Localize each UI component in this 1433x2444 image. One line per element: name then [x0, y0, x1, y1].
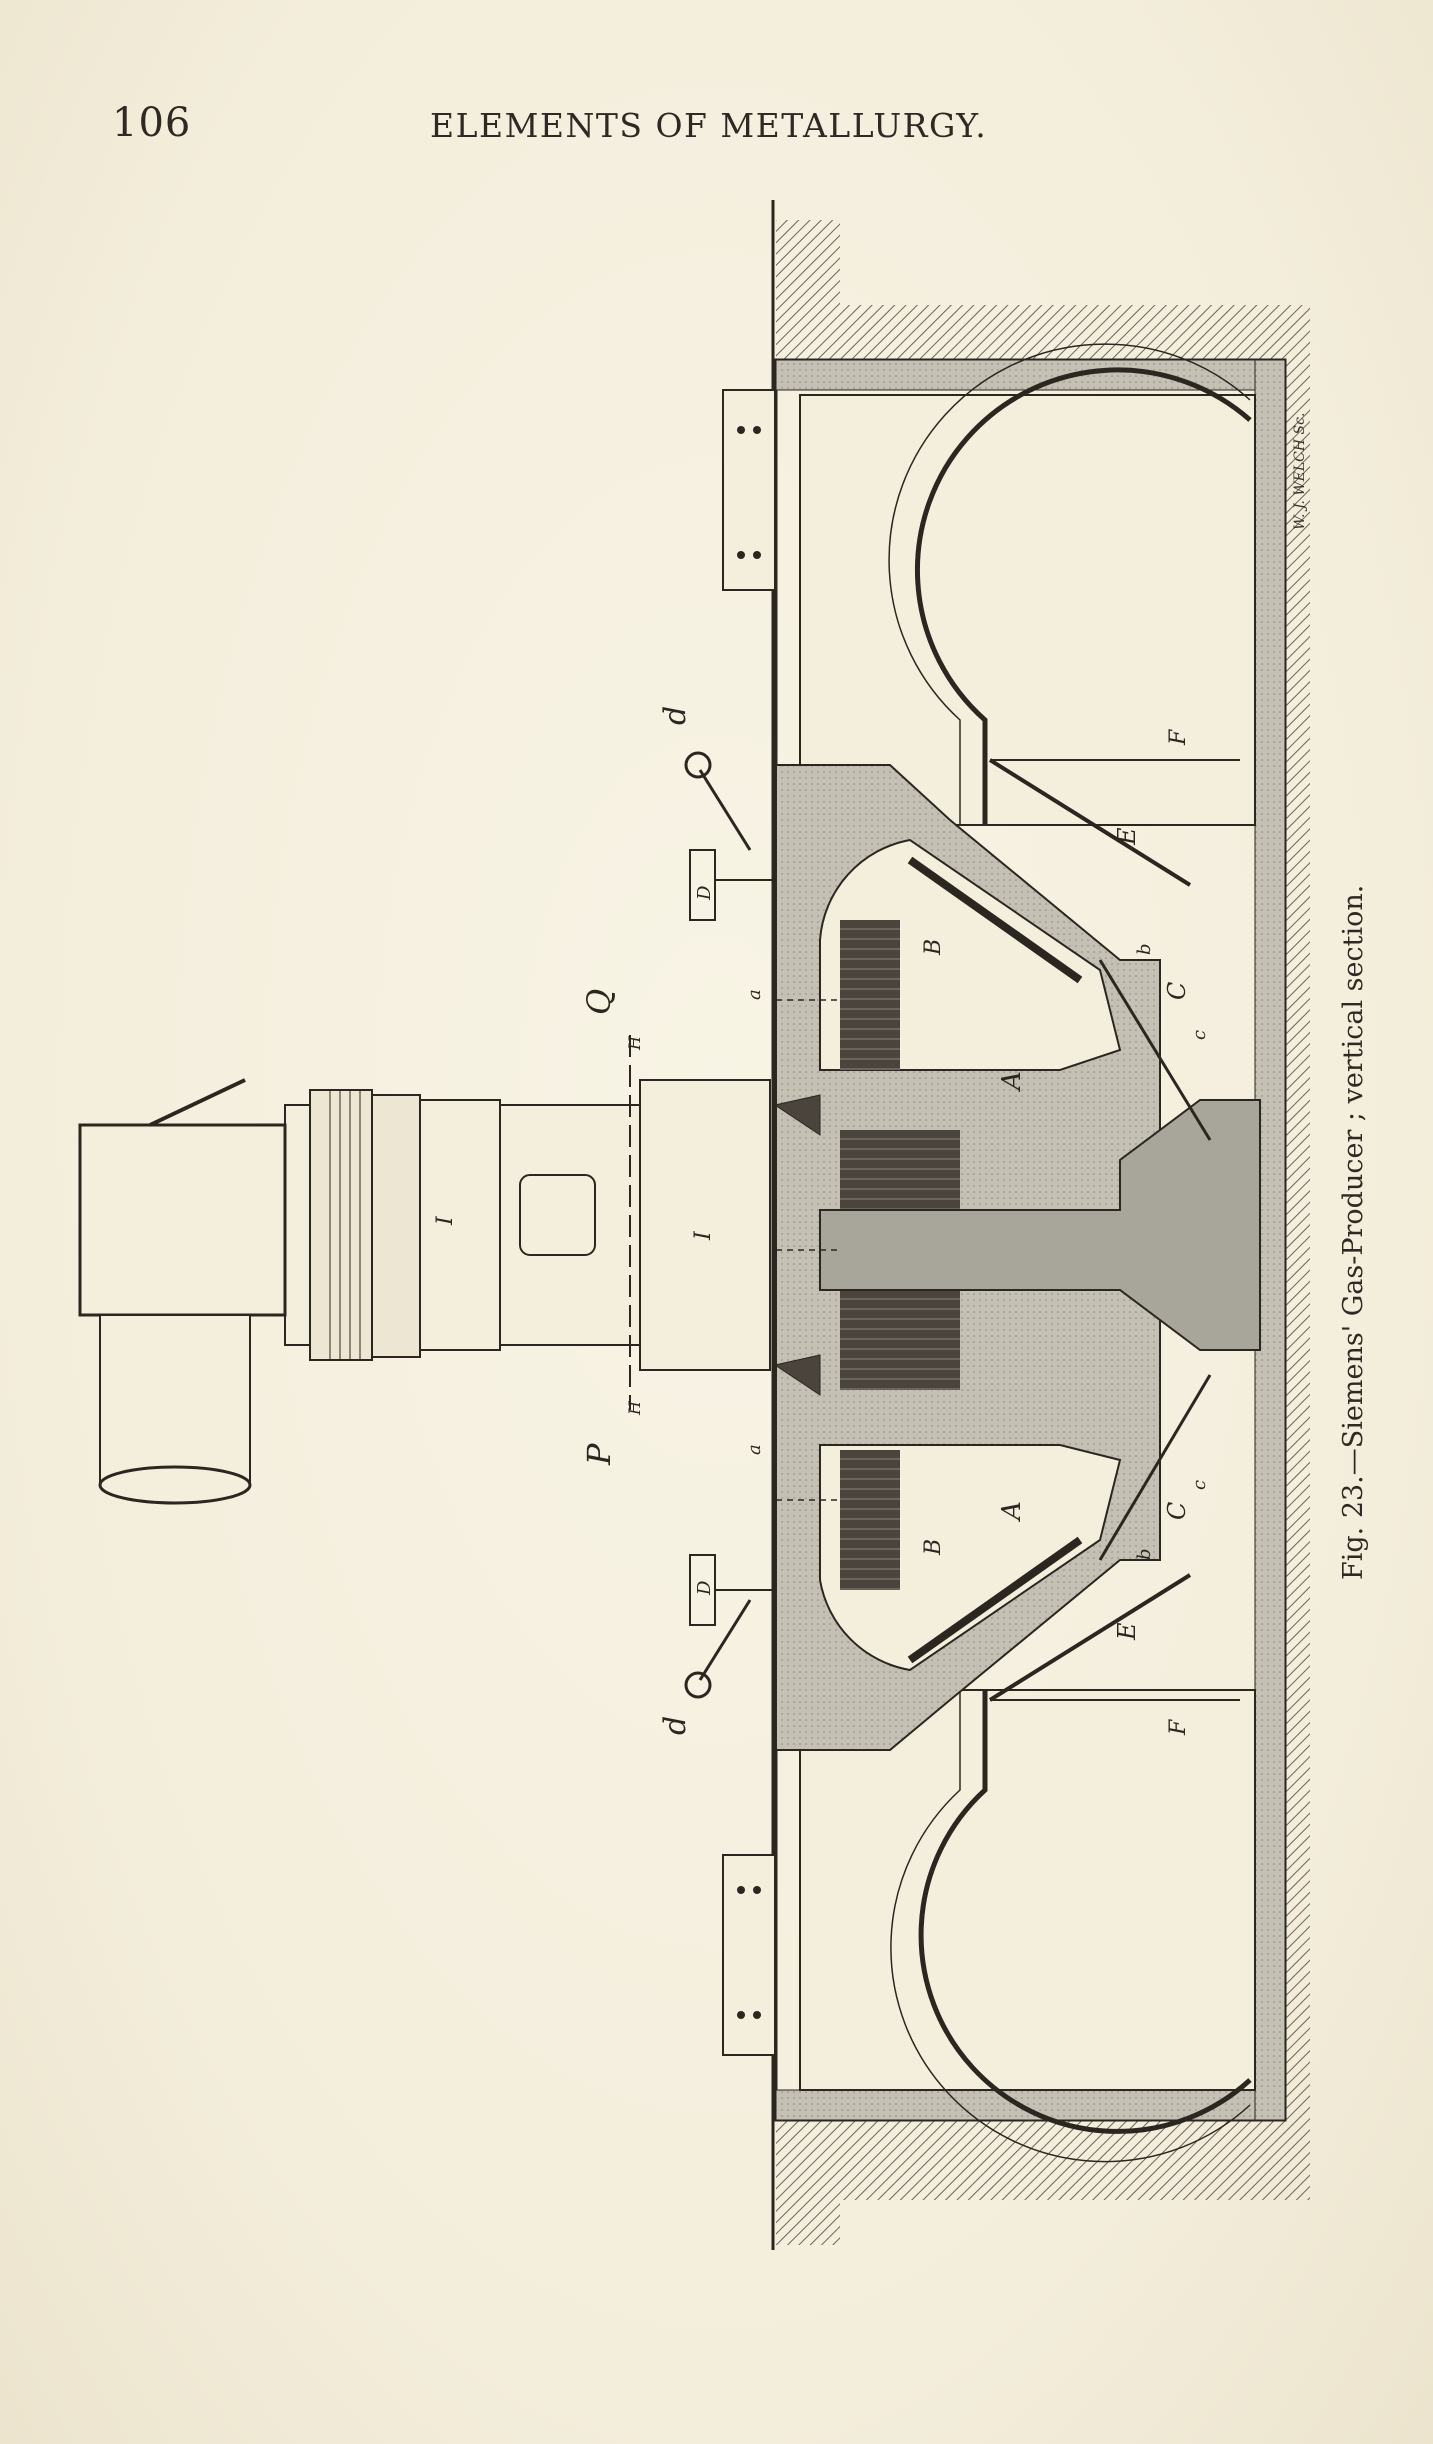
label-I-right: I	[691, 1230, 716, 1241]
label-c: c	[1189, 1030, 1210, 1040]
outlet-cylinder	[99, 1314, 251, 1486]
label-P: P	[580, 1443, 618, 1466]
label-B: B	[921, 939, 946, 956]
label-B-lower: B	[921, 1539, 946, 1556]
label-c-lower: c	[1189, 1480, 1210, 1490]
label-H: H	[625, 1035, 644, 1051]
gas-producer-illustration: A A B B C C D D E E F F H H I I P Q a a …	[78, 200, 1310, 2250]
label-D-lower: D	[694, 1580, 715, 1596]
upper-chamber	[799, 394, 1256, 826]
lower-lever	[988, 1573, 1192, 1702]
label-d: d	[658, 706, 693, 725]
label-A: A	[997, 1071, 1027, 1092]
label-F: F	[1166, 729, 1191, 746]
running-title: ELEMENTS OF METALLURGY.	[430, 106, 988, 145]
label-C-lower: C	[1163, 1502, 1191, 1520]
page-header: 106 ELEMENTS OF METALLURGY.	[0, 100, 1433, 160]
label-b: b	[1134, 943, 1155, 955]
pipe-rings	[329, 1090, 361, 1360]
engraver-signature: W. J. WELCH Sc.	[1292, 412, 1308, 530]
figure-caption: Fig. 23.—Siemens' Gas-Producer ; vertica…	[1338, 884, 1369, 1580]
upper-cap	[689, 849, 716, 921]
label-C: C	[1163, 982, 1191, 1000]
upper-fuel-stack	[840, 920, 900, 1070]
upper-grate	[907, 856, 1083, 984]
valve-lever	[149, 1078, 246, 1127]
label-a-lower: a	[744, 1444, 765, 1455]
label-Q: Q	[580, 989, 618, 1015]
upper-arch	[914, 367, 1252, 825]
label-H-lower: H	[625, 1400, 644, 1416]
label-d-lower: d	[658, 1716, 693, 1735]
upper-lever	[988, 758, 1192, 887]
upper-plate	[722, 389, 776, 591]
label-E: E	[1113, 827, 1141, 846]
label-a: a	[744, 989, 765, 1000]
central-flue	[819, 1099, 1261, 1351]
label-E-lower: E	[1113, 1622, 1141, 1641]
lower-fuel-stack	[840, 1450, 900, 1590]
lower-arch	[918, 1690, 1252, 2134]
label-I: I	[433, 1215, 458, 1226]
lower-chamber	[799, 1689, 1256, 2091]
lower-grate	[907, 1536, 1083, 1664]
page-number: 106	[112, 100, 192, 146]
valve-box	[78, 1123, 287, 1317]
inspection-door	[519, 1174, 596, 1256]
lower-plate	[722, 1854, 776, 2056]
label-b-lower: b	[1134, 1548, 1155, 1560]
label-A-lower: A	[997, 1501, 1027, 1522]
lower-handle	[698, 1599, 752, 1681]
upper-handle	[698, 769, 752, 851]
gas-outlet-pipe	[639, 1079, 771, 1371]
gas-producer-figure: A A B B C C D D E E F F H H I I P Q a a …	[60, 200, 1360, 2260]
label-F-lower: F	[1166, 1719, 1191, 1736]
label-D: D	[694, 885, 715, 901]
